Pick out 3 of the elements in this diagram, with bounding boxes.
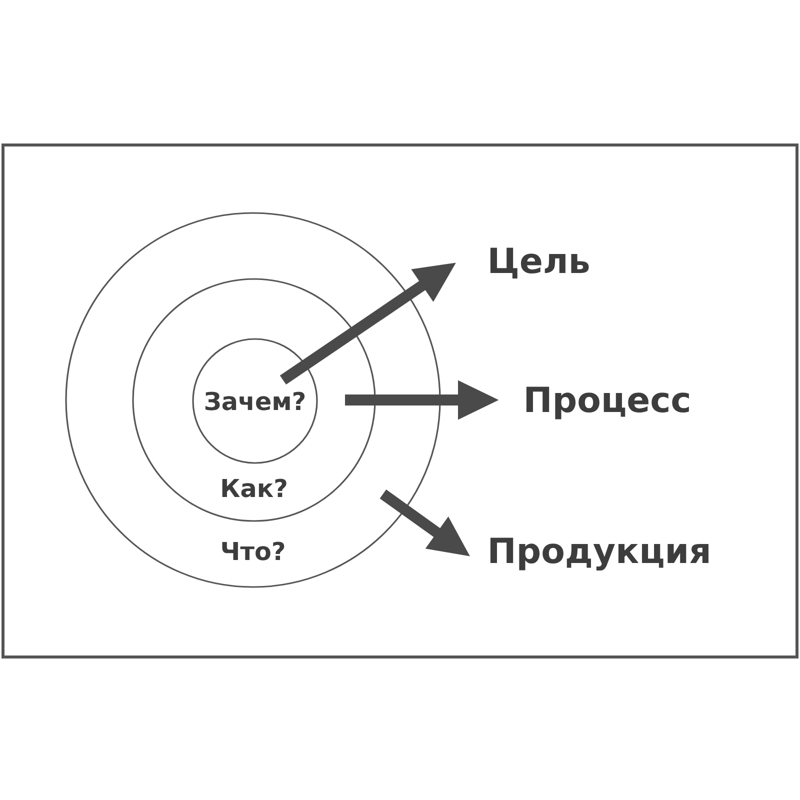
label: Цель bbox=[490, 248, 589, 278]
label: Процесс bbox=[526, 386, 689, 420]
label: Продукция bbox=[490, 538, 708, 570]
